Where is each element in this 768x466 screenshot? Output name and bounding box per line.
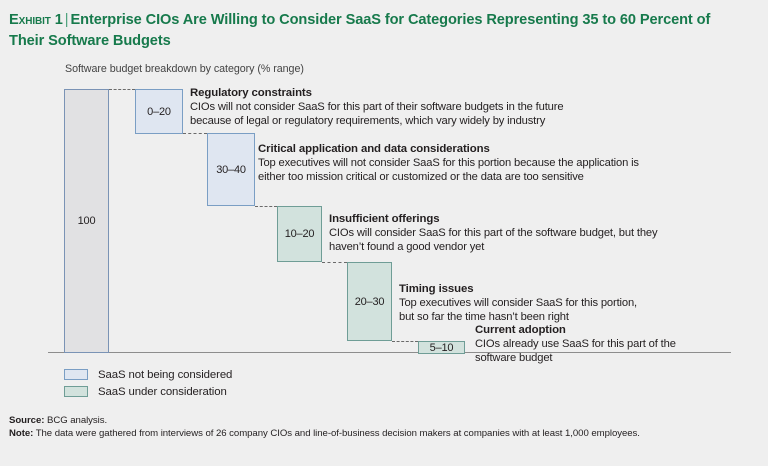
annotation-line-1: Top executives will not consider SaaS fo… — [258, 157, 639, 169]
connector-bar2-to-bar3 — [255, 206, 277, 207]
connector-bar3-to-bar4 — [322, 262, 347, 263]
chart-legend: SaaS not being considered SaaS under con… — [64, 366, 232, 400]
annotation-line-2: but so far the time hasn’t been right — [399, 311, 569, 324]
annotation-heading: Insufficient offerings — [329, 213, 440, 225]
chart-subtitle: Software budget breakdown by category (%… — [65, 63, 304, 75]
legend-item-under-consideration[interactable]: SaaS under consideration — [64, 383, 232, 400]
note-text: The data were gathered from interviews o… — [33, 428, 640, 440]
annotation-line-2: either too mission critical or customize… — [258, 171, 584, 184]
title-separator: | — [64, 12, 69, 28]
connector-bar1-to-bar2 — [183, 133, 207, 134]
footer: Source: BCG analysis. Note: The data wer… — [9, 414, 757, 441]
annotation-line-1: CIOs already use SaaS for this part of t… — [475, 338, 676, 350]
source-label: Source: — [9, 415, 45, 426]
legend-label-under-consideration: SaaS under consideration — [98, 385, 227, 398]
title-text: Enterprise CIOs Are Willing to Consider … — [9, 12, 711, 49]
annotation-heading: Regulatory constraints — [190, 87, 312, 99]
annotation-current-adoption: Current adoption CIOs already use SaaS f… — [475, 323, 765, 365]
baseline-axis — [48, 352, 731, 354]
note-line: Note: The data were gathered from interv… — [9, 427, 757, 440]
annotation-heading: Critical application and data considerat… — [258, 143, 490, 155]
annotation-heading: Timing issues — [399, 283, 474, 295]
bar-value-total: 100 — [77, 215, 96, 227]
connector-total-to-bar1 — [109, 89, 135, 90]
note-label: Note: — [9, 428, 34, 440]
bar-timing-issues[interactable]: 20–30 — [347, 262, 392, 341]
exhibit-label: Exhibit 1 — [9, 12, 63, 28]
legend-label-not-considered: SaaS not being considered — [98, 368, 233, 381]
source-text: BCG analysis. — [44, 415, 108, 426]
bar-value-regulatory: 0–20 — [147, 105, 171, 118]
bar-total-software-budget[interactable]: 100 — [64, 89, 109, 353]
annotation-line-2: software budget — [475, 352, 553, 365]
annotation-critical-application: Critical application and data considerat… — [258, 142, 748, 184]
legend-item-not-considered[interactable]: SaaS not being considered — [64, 366, 232, 383]
page-title: Exhibit 1|Enterprise CIOs Are Willing to… — [9, 10, 749, 52]
annotation-line-2: haven’t found a good vendor yet — [329, 241, 485, 254]
bar-value-critical: 30–40 — [216, 163, 246, 176]
bar-current-adoption[interactable]: 5–10 — [418, 341, 465, 354]
annotation-line-2: because of legal or regulatory requireme… — [190, 115, 546, 128]
connector-bar4-to-bar5 — [392, 341, 418, 342]
bar-insufficient-offerings[interactable]: 10–20 — [277, 206, 322, 262]
annotation-regulatory-constraints: Regulatory constraints CIOs will not con… — [190, 86, 640, 128]
legend-swatch-green-icon — [64, 386, 88, 397]
bar-critical-application[interactable]: 30–40 — [207, 133, 255, 206]
bar-value-current-adoption: 5–10 — [429, 341, 454, 354]
bar-value-timing: 20–30 — [354, 295, 385, 308]
annotation-line-1: Top executives will consider SaaS for th… — [399, 297, 637, 309]
legend-swatch-blue-icon — [64, 369, 88, 380]
annotation-line-1: CIOs will not consider SaaS for this par… — [190, 101, 564, 113]
annotation-heading: Current adoption — [475, 324, 566, 336]
source-line: Source: BCG analysis. — [9, 414, 757, 427]
bar-value-insufficient: 10–20 — [284, 228, 315, 240]
annotation-timing-issues: Timing issues Top executives will consid… — [399, 282, 739, 324]
annotation-insufficient-offerings: Insufficient offerings CIOs will conside… — [329, 212, 749, 254]
annotation-line-1: CIOs will consider SaaS for this part of… — [329, 227, 658, 239]
bar-regulatory-constraints[interactable]: 0–20 — [135, 89, 183, 134]
